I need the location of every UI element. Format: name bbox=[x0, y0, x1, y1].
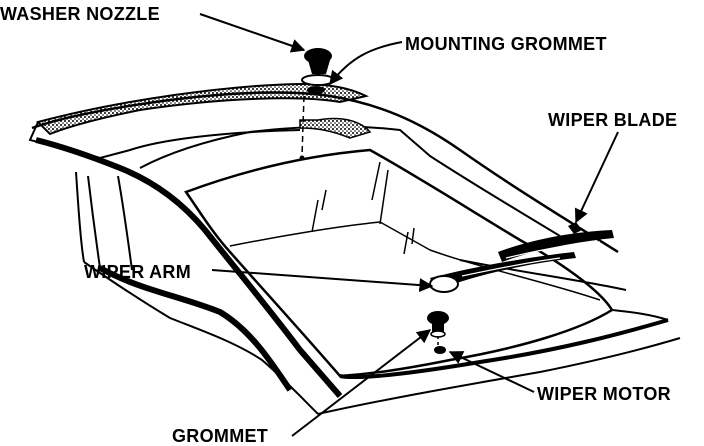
label-wiper-arm: WIPER ARM bbox=[84, 262, 191, 282]
wiper-blade-part bbox=[498, 222, 614, 262]
label-wiper-motor: WIPER MOTOR bbox=[537, 384, 671, 404]
label-grommet: GROMMET bbox=[172, 426, 268, 446]
rear-window bbox=[184, 148, 681, 415]
wiper-motor-leader bbox=[448, 351, 535, 393]
wiper-arm-leader bbox=[211, 269, 434, 293]
washer-nozzle-leader bbox=[199, 13, 306, 53]
wiper-motor-part bbox=[427, 311, 449, 354]
grommet-leader bbox=[291, 329, 432, 437]
mounting-grommet-leader bbox=[329, 41, 403, 86]
wiper-blade-leader bbox=[574, 131, 619, 224]
label-washer-nozzle: WASHER NOZZLE bbox=[0, 4, 160, 24]
label-mounting-grommet: MOUNTING GROMMET bbox=[405, 34, 607, 54]
washer-nozzle-part bbox=[299, 48, 335, 161]
car-roof bbox=[28, 82, 619, 415]
label-wiper-blade: WIPER BLADE bbox=[548, 110, 677, 130]
leader-lines bbox=[199, 13, 619, 437]
